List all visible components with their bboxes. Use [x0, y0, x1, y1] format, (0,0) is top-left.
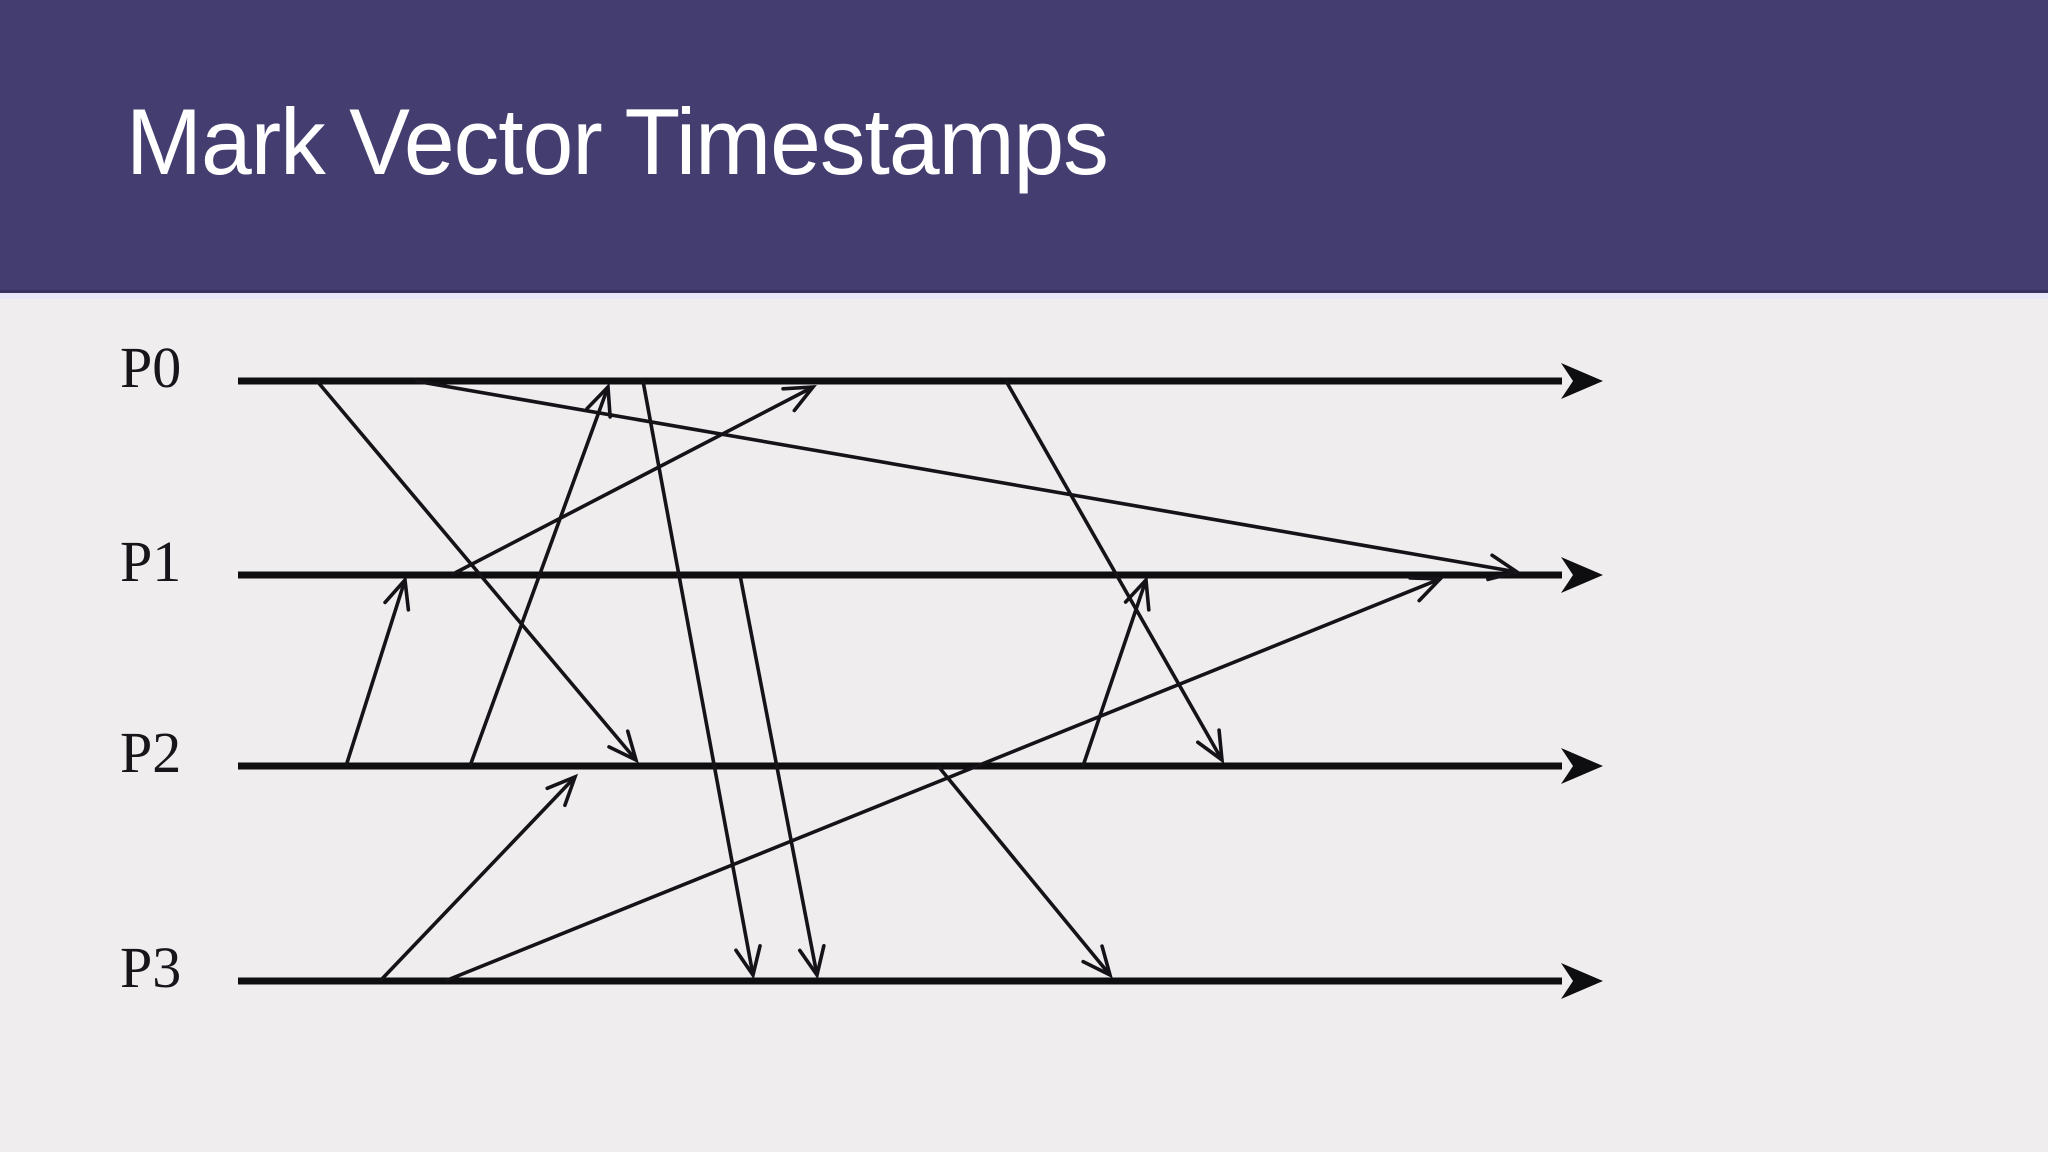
process-label-P0: P0: [120, 335, 181, 400]
message-P0-to-P2-8-arrowhead-icon: [1196, 728, 1225, 764]
message-P3-to-P2-3-arrowhead-icon: [545, 773, 579, 808]
message-P2-to-P3-11: [936, 764, 1112, 977]
process-label-P1: P1: [120, 529, 181, 594]
timeline-P1-arrowhead-icon: [1561, 557, 1603, 593]
timeline-P3-arrowhead-icon: [1561, 963, 1603, 999]
message-P0-to-P1-10-arrowhead-icon: [1486, 553, 1522, 582]
timeline-P0-arrowhead-icon: [1561, 363, 1603, 399]
message-P2-to-P3-11-arrowhead-icon: [1081, 944, 1113, 979]
message-P2-to-P1-7-arrowhead-icon: [1123, 575, 1151, 612]
message-P1-to-P0-6-arrowhead-icon: [781, 384, 817, 413]
message-P1-to-P0-6: [450, 385, 814, 577]
header-accent-strip: [0, 293, 2048, 299]
process-label-P2: P2: [120, 720, 181, 785]
message-P0-to-P3-4: [641, 380, 755, 976]
message-P1-to-P3-5: [738, 574, 819, 976]
message-P3-to-P1-9-arrowhead-icon: [1408, 576, 1445, 603]
message-P2-to-P1-1: [344, 579, 407, 767]
message-P2-to-P0-2: [468, 386, 610, 767]
slide-header-bar: [0, 0, 2048, 293]
timeline-P2-arrowhead-icon: [1561, 748, 1603, 784]
message-P1-to-P3-5-arrowhead-icon: [798, 943, 826, 980]
message-P0-to-P1-10: [414, 379, 1518, 574]
message-P3-to-P2-3: [378, 775, 577, 983]
message-P2-to-P0-2-arrowhead-icon: [585, 382, 612, 419]
message-P0-to-P3-4-arrowhead-icon: [734, 944, 762, 980]
message-P0-to-P2-0: [315, 379, 638, 762]
process-label-P3: P3: [120, 935, 181, 1000]
slide-title: Mark Vector Timestamps: [126, 89, 1109, 194]
message-P0-to-P2-8: [1004, 380, 1224, 761]
message-P3-to-P1-9: [444, 577, 1441, 983]
message-P2-to-P1-1-arrowhead-icon: [383, 575, 411, 612]
message-P0-to-P2-0-arrowhead-icon: [607, 729, 639, 764]
